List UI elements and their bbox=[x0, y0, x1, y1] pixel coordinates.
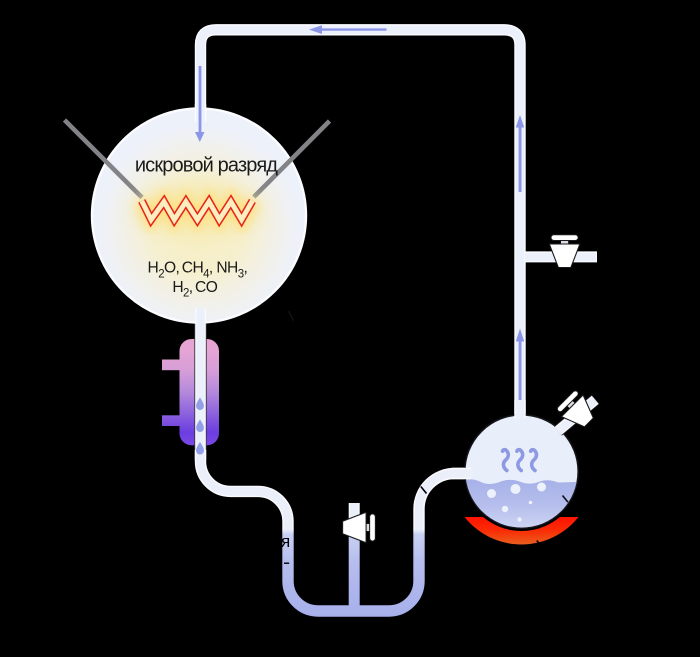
svg-text:H2O, CH4, NH3,: H2O, CH4, NH3, bbox=[148, 260, 248, 281]
svg-text:я: я bbox=[281, 532, 290, 551]
svg-text:искровой разряд: искровой разряд bbox=[135, 154, 278, 176]
